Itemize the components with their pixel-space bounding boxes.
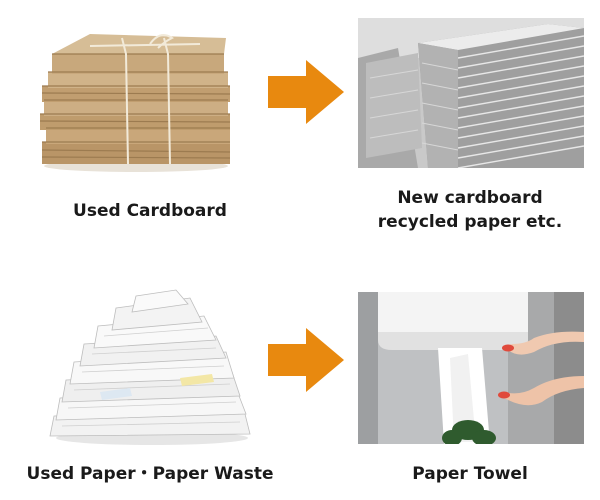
cardboard-bundle-photo [30, 24, 240, 174]
arrow-right-icon [268, 328, 344, 392]
paper-towel-dispenser-photo [358, 292, 584, 444]
new-cardboard-caption-line1: New cardboard [397, 188, 543, 208]
paper-towel-caption: Paper Towel [412, 464, 528, 484]
arrow-right-icon [268, 60, 344, 124]
new-cardboard-caption-line2: recycled paper etc. [377, 212, 563, 232]
used-paper-caption: Used Paper・Paper Waste [26, 464, 274, 484]
paper-waste-pile-photo [40, 288, 260, 446]
new-cardboard-stack-photo [358, 18, 584, 168]
new-cardboard-caption: New cardboard recycled paper etc. [350, 186, 590, 234]
used-cardboard-caption: Used Cardboard [73, 201, 227, 221]
